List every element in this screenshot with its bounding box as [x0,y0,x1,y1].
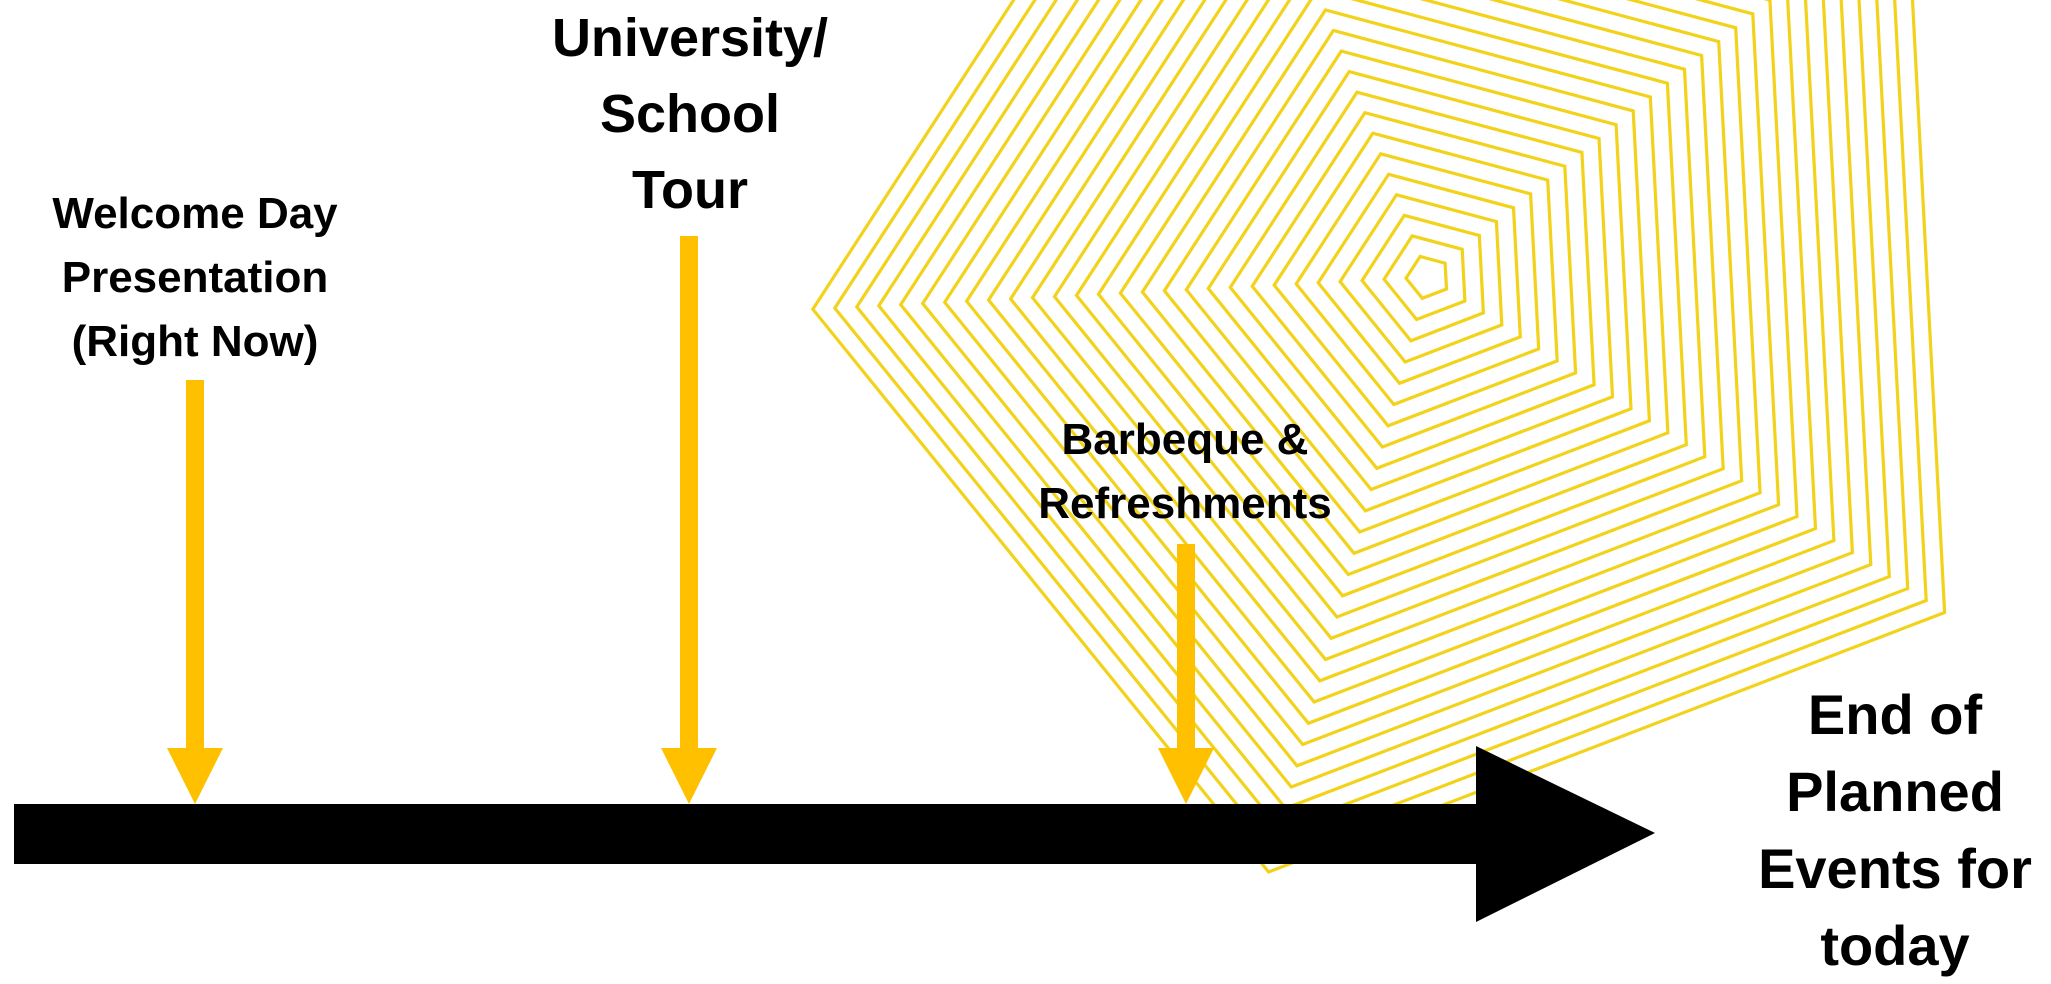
event-label-barbeque: Barbeque & Refreshments [990,408,1380,536]
timeline-arrowhead [1476,746,1655,922]
event-label-university-tour: University/ School Tour [500,0,880,228]
decoration-pentagon [1162,28,1652,534]
decoration-pentagon [1030,0,1762,662]
label-line: Events for [1758,837,2032,900]
decoration-pentagon [1008,0,1781,683]
main-timeline-arrow [14,746,1655,922]
decoration-pentagon [898,0,1873,789]
decoration-pentagon [1404,254,1449,301]
decoration-pentagon [1228,90,1596,471]
label-line: Refreshments [1038,479,1332,528]
label-line: (Right Now) [71,317,319,366]
label-line: Barbeque & [1061,415,1309,464]
decoration-pentagon [1316,172,1522,386]
label-line: Welcome Day [52,189,338,238]
decoration-pentagon [1338,192,1504,364]
decoration-pentagon [1118,0,1688,577]
decoration-pentagon [1272,131,1559,428]
label-line: End of [1807,683,1983,746]
decoration-pentagon [1074,0,1725,619]
decoration-pentagon [1096,0,1707,598]
decoration-pentagon [942,0,1836,747]
event-arrow-welcome-day [167,380,223,804]
decoration-pentagon [920,0,1855,768]
label-line: today [1820,914,1970,977]
decoration-pentagon [1382,234,1467,322]
decoration-pentagon [876,0,1891,811]
decoration-pentagon [1360,213,1486,343]
timeline-bar [14,804,1490,864]
event-arrow-barbeque [1158,544,1214,804]
event-arrow-university-tour [661,236,717,804]
label-line: Planned [1786,760,2004,823]
label-line: Tour [632,160,748,220]
decoration-pentagon [854,0,1910,832]
event-label-welcome-day: Welcome Day Presentation (Right Now) [10,182,380,374]
decoration-pentagon [986,0,1799,704]
decoration-pentagon [1184,49,1633,513]
end-of-events-label: End of Planned Events for today [1690,676,2051,984]
decoration-pentagon [1206,69,1615,492]
decoration-pentagon [964,0,1818,726]
decoration-pentagon [1294,151,1541,407]
concentric-pentagons-decoration [810,0,1947,874]
label-line: Presentation [61,253,329,302]
decoration-pentagon [1250,110,1578,449]
label-line: School [599,84,780,144]
decoration-pentagon [1140,8,1670,556]
decoration-pentagon [1052,0,1744,641]
label-line: University/ [551,8,829,68]
